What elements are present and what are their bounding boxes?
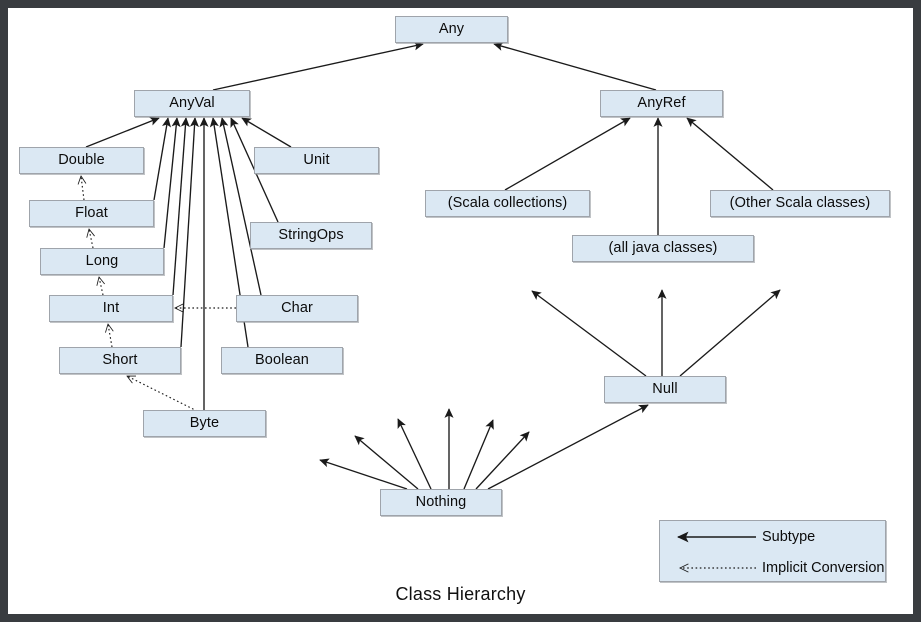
legend-item-subtype: Subtype bbox=[660, 521, 887, 552]
subtype-edge-nothing-to-fan2 bbox=[354, 435, 419, 490]
subtype-edge-unit-to-anyval bbox=[241, 117, 292, 148]
node-label-unit: Unit bbox=[303, 152, 330, 169]
subtype-edge-scalacoll-to-anyref bbox=[504, 117, 631, 191]
subtype-edge-anyref-to-any bbox=[493, 42, 657, 91]
legend: Subtype Implicit Conversion bbox=[659, 520, 886, 582]
subtype-edge-char-to-anyval bbox=[219, 117, 262, 296]
subtype-edge-int-to-anyval bbox=[172, 117, 190, 296]
legend-sample-implicit bbox=[668, 556, 756, 580]
subtype-edge-nothing-to-fan1 bbox=[319, 458, 408, 490]
node-label-double: Double bbox=[58, 152, 105, 169]
node-float[interactable]: Float bbox=[29, 200, 154, 227]
node-label-char: Char bbox=[281, 300, 313, 317]
subtype-edge-float-to-anyval bbox=[153, 117, 172, 201]
node-label-anyref: AnyRef bbox=[637, 95, 686, 112]
subtype-edge-otherscala-to-anyref bbox=[686, 117, 774, 191]
implicit-edge-short-to-int bbox=[108, 324, 112, 348]
node-label-anyval: AnyVal bbox=[169, 95, 215, 112]
legend-sample-subtype bbox=[677, 531, 756, 542]
node-label-long: Long bbox=[85, 253, 119, 270]
node-int[interactable]: Int bbox=[49, 295, 173, 322]
node-char[interactable]: Char bbox=[236, 295, 358, 322]
subtype-edge-null-to-otherscala bbox=[679, 289, 781, 377]
node-anyref[interactable]: AnyRef bbox=[600, 90, 723, 117]
implicit-edge-byte-to-short bbox=[127, 375, 202, 414]
node-label-any: Any bbox=[438, 21, 465, 38]
node-anyval[interactable]: AnyVal bbox=[134, 90, 250, 117]
implicit-edge-long-to-float bbox=[89, 229, 93, 249]
subtype-edge-short-to-anyval bbox=[180, 117, 200, 348]
node-label-null: Null bbox=[652, 381, 678, 398]
subtype-edge-nothing-to-fan6 bbox=[475, 431, 530, 490]
subtype-edge-double-to-anyval bbox=[85, 117, 160, 148]
node-label-scalacoll: (Scala collections) bbox=[447, 195, 568, 212]
subtype-edge-anyval-to-any bbox=[212, 41, 424, 91]
node-label-nothing: Nothing bbox=[415, 494, 467, 511]
node-label-int: Int bbox=[102, 300, 120, 317]
node-stringops[interactable]: StringOps bbox=[250, 222, 372, 249]
legend-label-subtype: Subtype bbox=[762, 528, 816, 545]
legend-item-implicit: Implicit Conversion bbox=[660, 552, 887, 583]
node-nothing[interactable]: Nothing bbox=[380, 489, 502, 516]
node-label-byte: Byte bbox=[189, 415, 220, 432]
implicit-edge-int-to-long bbox=[99, 277, 103, 296]
diagram-title: Class Hierarchy bbox=[395, 584, 526, 604]
node-byte[interactable]: Byte bbox=[143, 410, 266, 437]
subtype-edge-nothing-to-fan5 bbox=[463, 419, 494, 490]
node-long[interactable]: Long bbox=[40, 248, 164, 275]
node-any[interactable]: Any bbox=[395, 16, 508, 43]
subtype-edge-null-to-scalacoll bbox=[531, 290, 647, 377]
node-boolean[interactable]: Boolean bbox=[221, 347, 343, 374]
node-double[interactable]: Double bbox=[19, 147, 144, 174]
node-label-float: Float bbox=[75, 205, 108, 222]
implicit-edge-float-to-double bbox=[81, 176, 84, 201]
node-label-short: Short bbox=[102, 352, 138, 369]
node-label-otherscala: (Other Scala classes) bbox=[729, 195, 871, 212]
legend-label-implicit: Implicit Conversion bbox=[762, 559, 885, 576]
node-short[interactable]: Short bbox=[59, 347, 181, 374]
node-null[interactable]: Null bbox=[604, 376, 726, 403]
node-label-javaclass: (all java classes) bbox=[608, 240, 718, 257]
node-javaclass[interactable]: (all java classes) bbox=[572, 235, 754, 262]
subtype-edge-long-to-anyval bbox=[163, 117, 181, 249]
node-label-stringops: StringOps bbox=[278, 227, 344, 244]
node-otherscala[interactable]: (Other Scala classes) bbox=[710, 190, 890, 217]
node-scalacoll[interactable]: (Scala collections) bbox=[425, 190, 590, 217]
node-unit[interactable]: Unit bbox=[254, 147, 379, 174]
subtype-edge-nothing-to-null bbox=[487, 404, 649, 490]
node-label-boolean: Boolean bbox=[255, 352, 309, 369]
subtype-edge-nothing-to-fan3 bbox=[397, 418, 432, 490]
